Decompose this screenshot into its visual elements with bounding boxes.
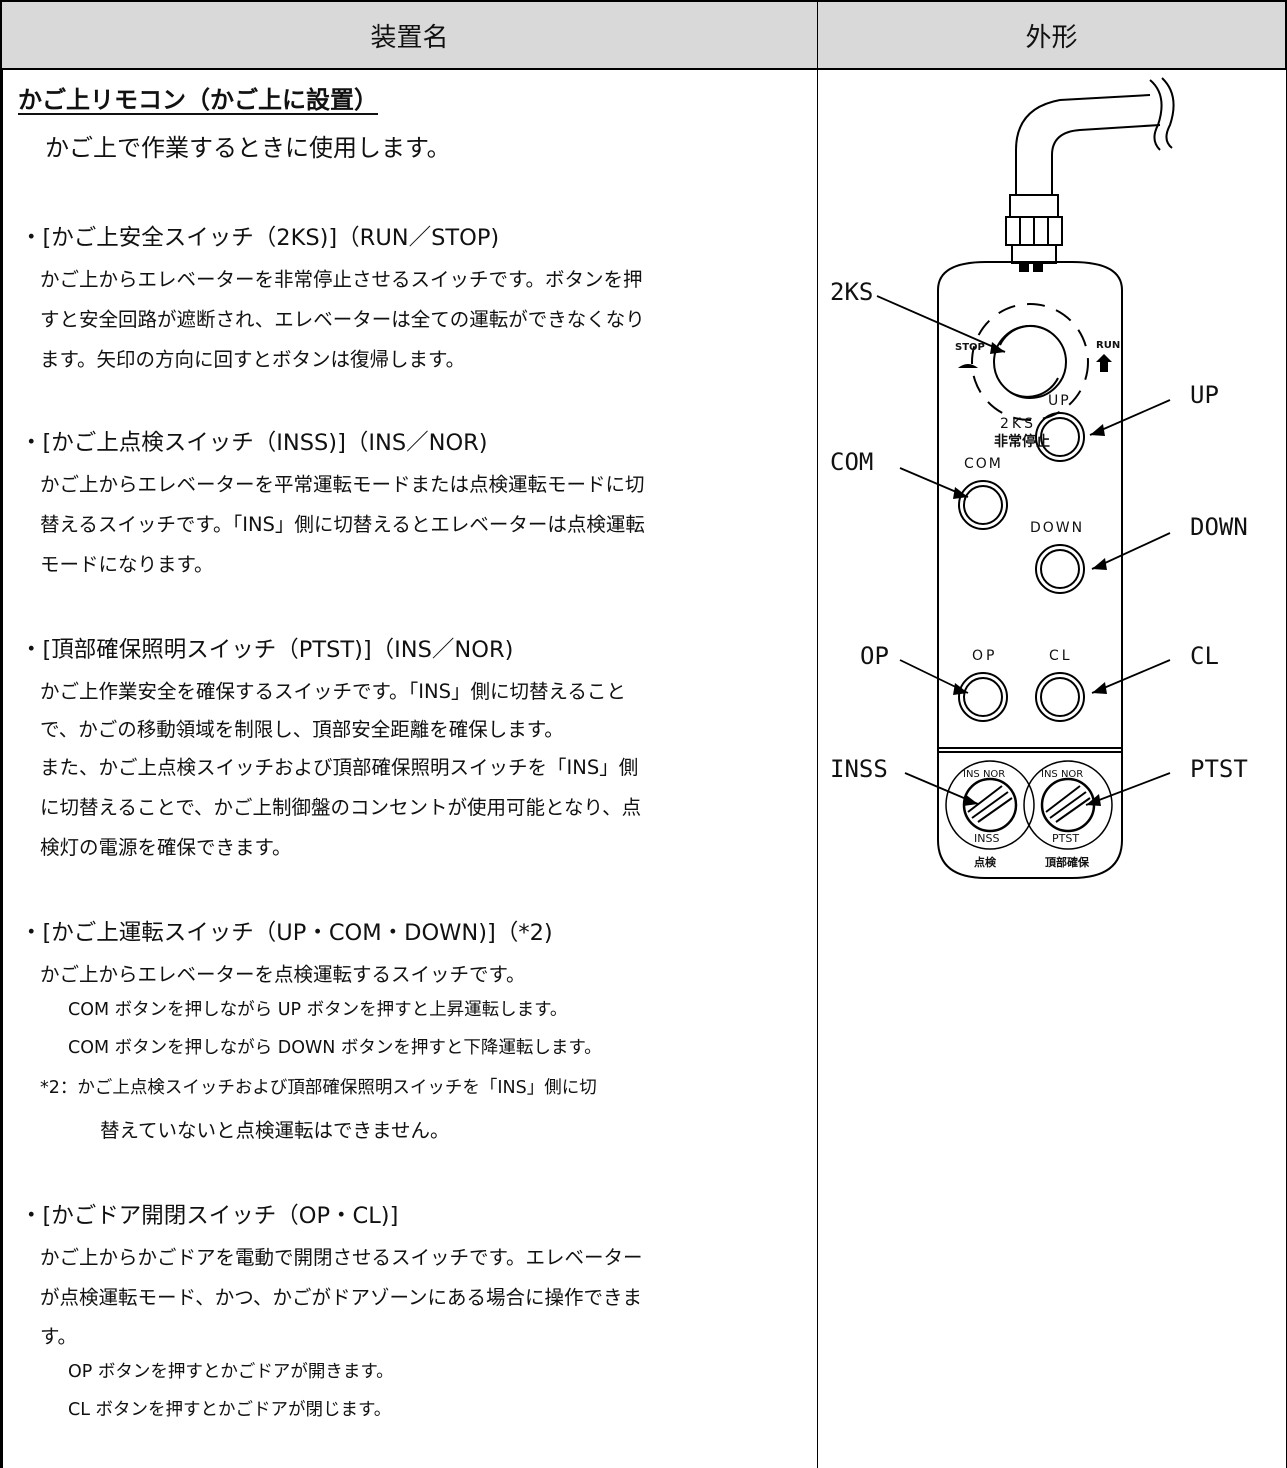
callout-cl: CL [1190, 642, 1219, 670]
section-ptst-line-4: に切替えることで、かご上制御盤のコンセントが使用可能となり、点 [40, 796, 642, 819]
section-ptst-line-3: また、かご上点検スイッチおよび頂部確保照明スイッチを「INS」側 [40, 756, 639, 779]
section-run-note: *2：かご上点検スイッチおよび頂部確保照明スイッチを「INS」側に切 [40, 1078, 597, 1098]
callout-ptst: PTST [1190, 755, 1248, 783]
panel-label-inss: INSS [974, 832, 999, 845]
callout-inss: INSS [830, 755, 888, 783]
section-run-sub-1: COM ボタンを押しながら UP ボタンを押すと上昇運転します。 [68, 1000, 568, 1020]
callout-up: UP [1190, 381, 1219, 409]
panel-label-emergency: 非常停止 [994, 433, 1050, 450]
section-heading-ptst: ・[頂部確保照明スイッチ（PTST)]（INS／NOR) [20, 637, 514, 663]
remote-control-illustration: STOP RUN 2KS 非常停止 UP COM DOWN OP CL INS … [830, 77, 1248, 879]
panel-label-2ks: 2KS [1000, 416, 1036, 432]
panel-label-tenken: 点検 [974, 855, 997, 869]
callout-line-2ks [876, 295, 1006, 353]
section-2ks-line-1: かご上からエレベーターを非常停止させるスイッチです。ボタンを押 [40, 268, 643, 291]
section-door-sub-1: OP ボタンを押すとかごドアが開きます。 [68, 1362, 394, 1382]
callout-com: COM [830, 448, 873, 476]
panel-label-up: UP [1048, 393, 1071, 409]
callout-op: OP [860, 642, 889, 670]
panel-label-ptst: PTST [1052, 832, 1079, 845]
section-door-line-2: が点検運転モード、かつ、かごがドアゾーンにある場合に操作できま [40, 1286, 642, 1309]
section-run-note-cont: 替えていないと点検運転はできません。 [100, 1119, 450, 1142]
panel-label-op: OP [972, 648, 997, 664]
section-heading-run: ・[かご上運転スイッチ（UP・COM・DOWN)]（*2) [20, 920, 553, 946]
section-run-line-1: かご上からエレベーターを点検運転するスイッチです。 [40, 963, 526, 986]
section-inss-line-1: かご上からエレベーターを平常運転モードまたは点検運転モードに切 [40, 473, 645, 496]
callout-down: DOWN [1190, 513, 1248, 541]
panel-label-ins-nor-1: INS NOR [963, 769, 1005, 780]
section-inss-line-3: モードになります。 [40, 553, 214, 576]
panel-label-down: DOWN [1030, 520, 1084, 536]
header-device-name-text: 装置名 [370, 22, 449, 53]
header-appearance: 外形 [817, 0, 1287, 70]
section-ptst-line-5: 検灯の電源を確保できます。 [40, 836, 292, 859]
header-appearance-text: 外形 [1025, 22, 1078, 53]
panel-label-com: COM [964, 456, 1003, 472]
panel-label-cl: CL [1049, 648, 1073, 664]
panel-label-run: RUN [1096, 340, 1120, 351]
section-ptst-line-1: かご上作業安全を確保するスイッチです。「INS」側に切替えること [40, 680, 626, 703]
section-run-sub-2: COM ボタンを押しながら DOWN ボタンを押すと下降運転します。 [68, 1038, 602, 1058]
device-title: かご上リモコン（かご上に設置） [18, 86, 378, 114]
section-heading-2ks: ・[かご上安全スイッチ（2KS)]（RUN／STOP) [20, 225, 500, 251]
callout-line-ptst [1085, 772, 1171, 806]
section-heading-door: ・[かごドア開閉スイッチ（OP・CL)] [20, 1203, 399, 1229]
panel-label-ins-nor-2: INS NOR [1041, 769, 1083, 780]
section-heading-inss: ・[かご上点検スイッチ（INSS)]（INS／NOR) [20, 430, 488, 456]
section-2ks-line-3: ます。矢印の方向に回すとボタンは復帰します。 [40, 348, 466, 371]
callout-2ks: 2KS [830, 278, 873, 306]
section-door-line-3: す。 [40, 1325, 78, 1348]
section-door-line-1: かご上からかごドアを電動で開閉させるスイッチです。エレベーター [40, 1246, 643, 1269]
header-device-name: 装置名 [0, 0, 818, 70]
device-lead: かご上で作業するときに使用します。 [45, 134, 451, 162]
section-ptst-line-2: で、かごの移動領域を制限し、頂部安全距離を確保します。 [40, 718, 564, 741]
section-inss-line-2: 替えるスイッチです。「INS」側に切替えるとエレベーターは点検運転 [40, 513, 645, 536]
panel-label-stop: STOP [955, 342, 985, 353]
section-2ks-line-2: すと安全回路が遮断され、エレベーターは全ての運転ができなくなり [40, 308, 645, 331]
section-door-sub-2: CL ボタンを押すとかごドアが閉じます。 [68, 1400, 392, 1420]
description-column [0, 70, 818, 1468]
panel-label-choubu: 頂部確保 [1045, 855, 1090, 869]
